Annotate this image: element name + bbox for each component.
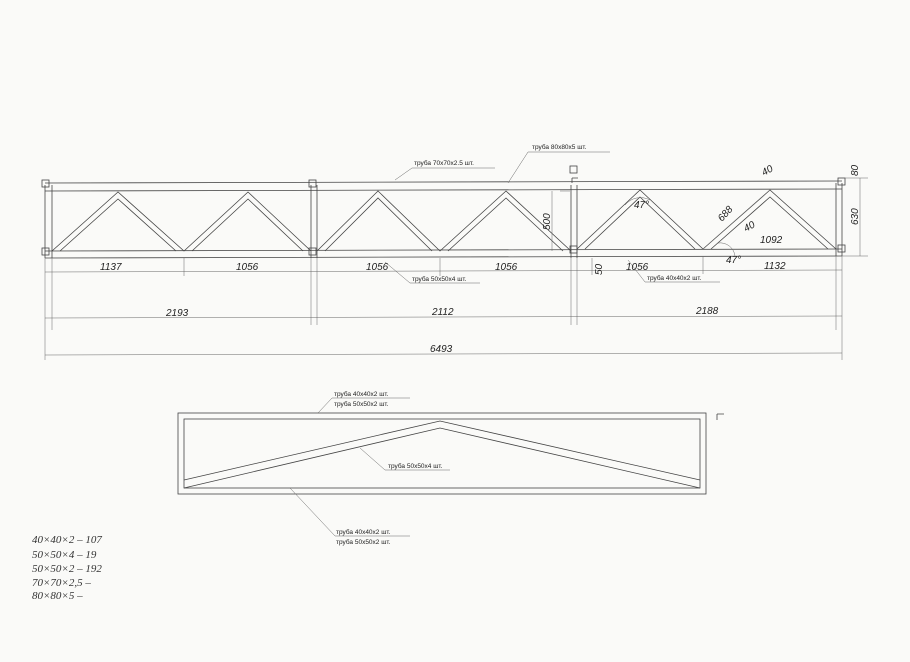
joint-square [41, 247, 50, 256]
section-mark [716, 413, 724, 420]
note-panel-diag-50: труба 50х50х4 шт. [388, 462, 443, 470]
bracing-panel: труба 40х40х2 шт. труба 50х50х2 шт. труб… [177, 390, 724, 546]
dim-total: 6493 [430, 344, 453, 355]
dim-height-total: 630 [850, 208, 861, 225]
dim-span3: 2188 [695, 306, 719, 317]
bottom-chord-lower [44, 255, 843, 259]
bottom-chord-upper [44, 248, 843, 252]
dim-line-segments [44, 269, 843, 273]
dim-seg1-b: 1056 [236, 262, 259, 273]
note-panel-top-40: труба 40х40х2 шт. [334, 390, 389, 398]
hand-line-1: 40×40×2 – 107 [32, 534, 102, 546]
dim-span2: 2112 [431, 307, 454, 318]
top-chord-upper [44, 180, 843, 184]
note-top-chord-70: труба 70х70х2.5 шт. [414, 159, 474, 167]
dim-seg2-b: 1056 [495, 262, 518, 273]
dim-inner-len: 1092 [760, 235, 783, 246]
joint-square [569, 165, 578, 174]
truss-elevation: 1137 1056 1056 1056 1056 1132 2193 2112 … [41, 143, 868, 360]
dim-seg1-a: 1137 [100, 262, 122, 273]
note-top-chord-80: труба 80х80х5 шт. [532, 143, 587, 151]
web-section-2 [316, 190, 572, 252]
dim-seg3-a: 1056 [626, 262, 649, 273]
angle-arc [624, 197, 651, 206]
panel-diagonal-upper [183, 420, 701, 481]
hand-line-3: 50×50×2 – 192 [32, 563, 102, 575]
note-panel-top-50: труба 50х50х2 шт. [334, 400, 389, 408]
note-web-40: труба 40х40х2 шт. [647, 274, 702, 282]
hand-line-2: 50×50×4 – 19 [32, 549, 97, 561]
dim-diag-w2: 40 [742, 219, 758, 234]
dim-span1: 2193 [165, 308, 189, 319]
dim-seg2-a: 1056 [366, 262, 389, 273]
note-panel-bot-50: труба 50х50х2 шт. [336, 538, 391, 546]
panel-frame-inner [183, 418, 701, 489]
dim-seg3-b: 1132 [764, 261, 786, 272]
dim-angle-2: 47° [726, 255, 741, 266]
joint-square [837, 177, 846, 186]
note-web-50: труба 50х50х4 шт. [412, 275, 467, 283]
hand-line-5: 80×80×5 – [32, 590, 83, 602]
dim-diag-w1: 40 [760, 163, 776, 178]
web-section-3 [576, 189, 837, 250]
hand-line-4: 70×70×2,5 – [32, 577, 91, 589]
dim-angle-1: 47° [634, 200, 649, 211]
dim-line-total [44, 352, 843, 356]
joint-square [569, 245, 578, 254]
handwritten-list: 40×40×2 – 107 50×50×4 – 19 50×50×2 – 192… [32, 534, 102, 602]
section-mark [571, 177, 578, 183]
web-section-1 [51, 191, 312, 252]
joint-square [308, 179, 317, 188]
joint-square [308, 247, 317, 256]
dim-diag-len: 688 [716, 204, 736, 224]
dim-bottom-offset: 50 [594, 263, 605, 275]
note-panel-bot-40: труба 40х40х2 шт. [336, 528, 391, 536]
top-chord-lower [44, 188, 843, 192]
dim-top-chord: 80 [850, 164, 861, 176]
angle-arc [717, 242, 736, 257]
panel-diagonal-lower [183, 427, 701, 489]
dim-height-inner: 500 [542, 213, 553, 230]
dim-line-spans [44, 315, 843, 319]
joint-square [837, 244, 846, 253]
panel-frame [177, 412, 707, 495]
joint-square [41, 179, 50, 188]
